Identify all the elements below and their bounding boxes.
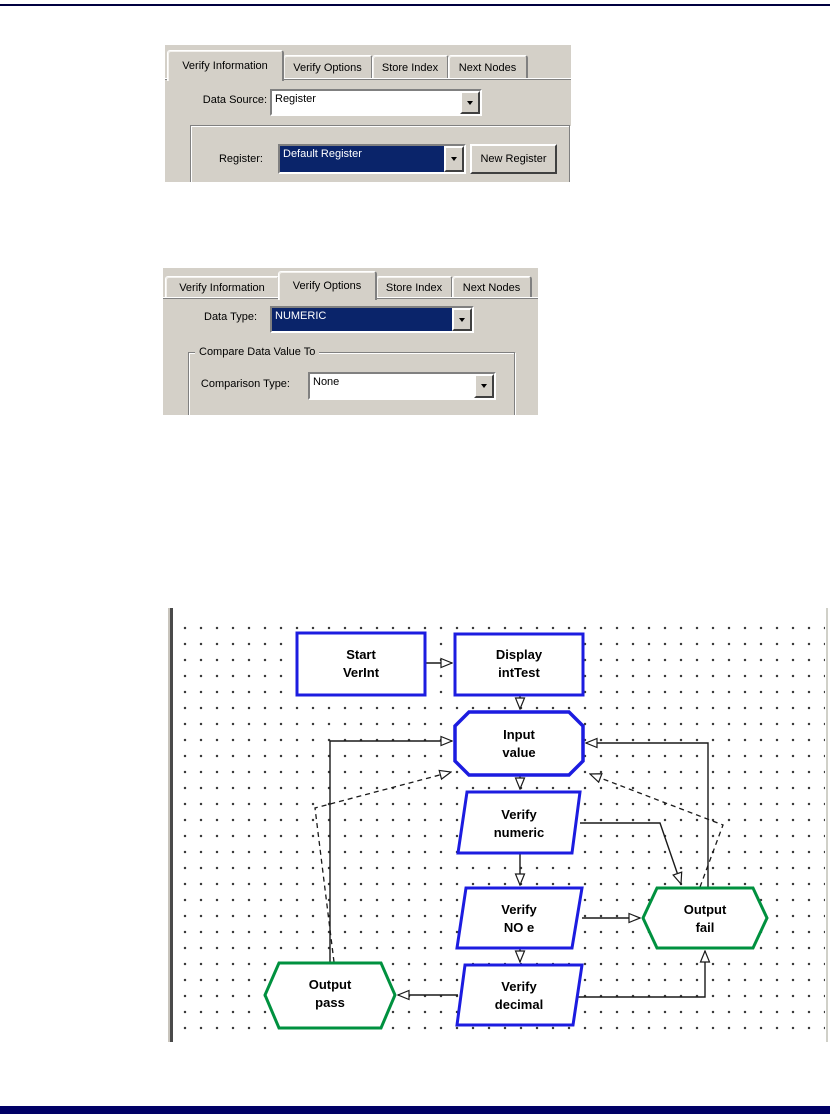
node-label: Input (503, 727, 535, 742)
node-label: Verify (501, 979, 537, 994)
verify-options-panel: Verify Information Verify Options Store … (163, 268, 538, 415)
edge-output-pass-to-input-dashed (314, 772, 451, 963)
node-label: Output (684, 902, 727, 917)
node-output-fail[interactable] (641, 886, 769, 950)
tab-verify-information[interactable]: Verify Information (167, 50, 284, 81)
node-label: pass (315, 995, 345, 1010)
canvas-left-border (168, 608, 173, 1042)
register-dropdown-button[interactable] (444, 146, 464, 172)
node-display-inttest[interactable] (453, 632, 585, 697)
node-start-verint[interactable] (295, 631, 427, 697)
dropdown-arrow-icon (467, 100, 473, 105)
edge-verify-numeric-to-output-fail (580, 822, 681, 884)
edge-output-fail-to-input (586, 743, 709, 887)
node-label: Display (496, 647, 543, 662)
comparison-type-label: Comparison Type: (200, 378, 290, 390)
page-top-rule (0, 4, 830, 6)
register-label: Register: (218, 153, 263, 165)
tab-verify-information[interactable]: Verify Information (165, 276, 280, 298)
verify-information-panel: Verify Information Verify Options Store … (165, 45, 571, 182)
tab-store-index[interactable]: Store Index (372, 55, 449, 79)
data-source-dropdown[interactable]: Register (270, 89, 482, 116)
data-type-dropdown-button[interactable] (452, 308, 472, 331)
node-label: value (502, 745, 535, 760)
comparison-type-dropdown-button[interactable] (474, 374, 494, 398)
node-input-value[interactable] (453, 710, 585, 777)
node-label: intTest (498, 665, 540, 680)
data-source-label: Data Source: (202, 94, 267, 106)
node-verify-numeric[interactable] (456, 790, 582, 855)
dropdown-arrow-icon (459, 317, 465, 322)
data-type-dropdown[interactable]: NUMERIC (270, 306, 474, 333)
data-type-value: NUMERIC (272, 308, 452, 331)
edge-output-fail-to-input-dashed (590, 774, 724, 888)
data-type-label: Data Type: (204, 311, 257, 323)
data-source-value: Register (275, 93, 316, 105)
dropdown-arrow-icon (481, 384, 487, 388)
flow-diagram: Start VerInt Display intTest Input value… (263, 631, 769, 1030)
node-verify-noe[interactable] (455, 886, 584, 950)
register-value: Default Register (280, 146, 444, 172)
node-output-pass[interactable] (263, 961, 397, 1030)
compare-data-groupbox: Compare Data Value To (188, 346, 515, 415)
flow-canvas[interactable]: Start VerInt Display intTest Input value… (168, 608, 828, 1042)
node-verify-decimal[interactable] (455, 963, 584, 1027)
node-label: decimal (495, 997, 543, 1012)
tab-verify-options[interactable]: Verify Options (278, 271, 377, 300)
comparison-type-value: None (313, 376, 340, 388)
register-dropdown[interactable]: Default Register (278, 144, 466, 174)
edge-output-pass-to-input (329, 741, 452, 962)
node-label: numeric (494, 825, 545, 840)
tab-baseline (165, 78, 571, 80)
new-register-button[interactable]: New Register (470, 144, 557, 174)
node-label: Output (309, 977, 352, 992)
data-source-dropdown-button[interactable] (460, 91, 480, 114)
dropdown-arrow-icon (451, 157, 457, 161)
tab-next-nodes[interactable]: Next Nodes (452, 276, 532, 298)
node-label: Verify (501, 902, 537, 917)
node-label: VerInt (343, 665, 380, 680)
tab-verify-options[interactable]: Verify Options (283, 55, 373, 79)
node-label: fail (696, 920, 715, 935)
node-label: Verify (501, 807, 537, 822)
tab-next-nodes[interactable]: Next Nodes (448, 55, 528, 79)
node-label: NO e (504, 920, 534, 935)
comparison-type-dropdown[interactable]: None (308, 372, 496, 400)
page-bottom-rule (0, 1106, 830, 1114)
edge-verify-decimal-to-output-fail (574, 951, 705, 998)
node-label: Start (346, 647, 376, 662)
compare-data-group-label: Compare Data Value To (195, 346, 320, 358)
tab-store-index[interactable]: Store Index (376, 276, 453, 298)
register-groupbox (190, 125, 570, 182)
canvas-right-border (826, 608, 828, 1042)
